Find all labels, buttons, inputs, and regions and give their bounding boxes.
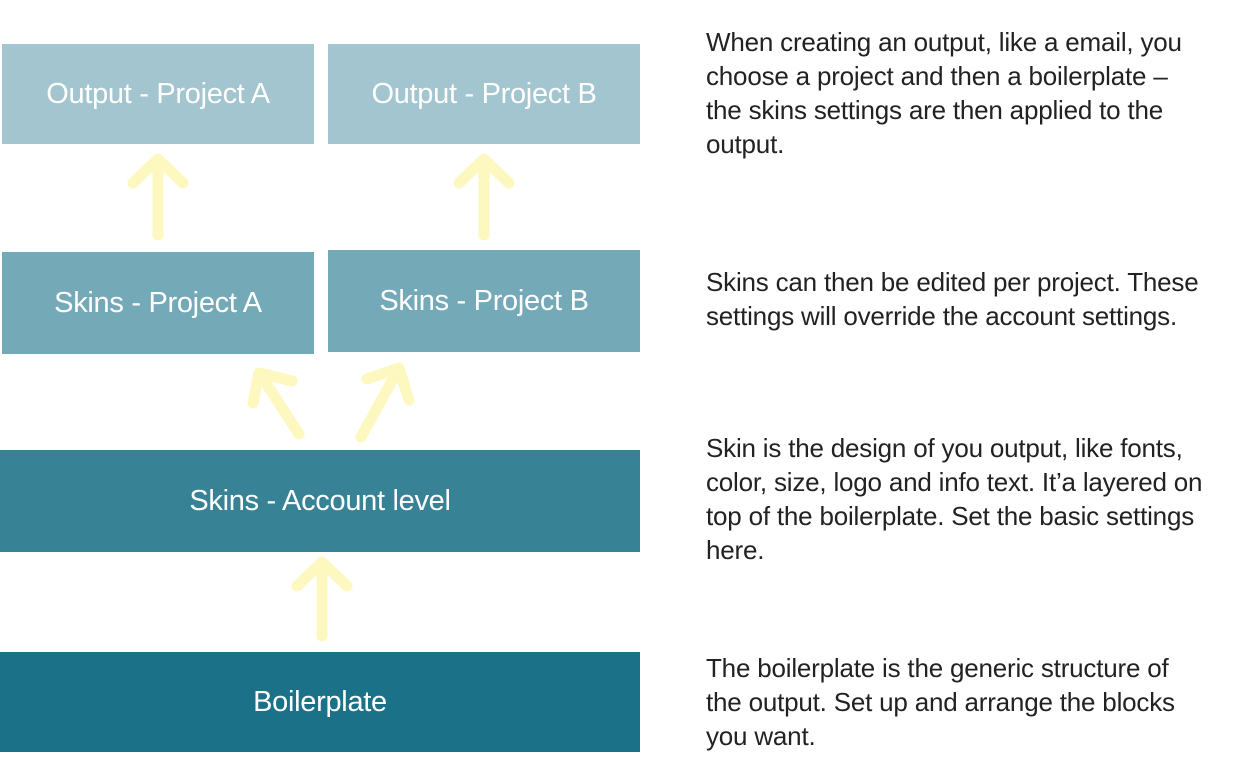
skins-project-a-label: Skins - Project A [54,286,262,319]
skins-project-b-box: Skins - Project B [328,250,640,352]
arrow-up-icon [127,153,189,241]
skins-account-level-box: Skins - Account level [0,450,640,552]
arrow-up-icon [453,153,515,241]
skins-project-a-box: Skins - Project A [2,252,314,354]
arrow-up-icon [291,556,353,642]
arrow-up-right-icon [355,362,415,443]
skins-project-b-label: Skins - Project B [379,284,589,317]
skins-project-description: Skins can then be edited per project. Th… [706,267,1199,331]
arrow-up-left-icon [247,367,305,440]
arrows-layer [127,153,515,642]
output-description: When creating an output, like a email, y… [706,27,1182,159]
boilerplate-box: Boilerplate [0,652,640,752]
skins-account-level-label: Skins - Account level [189,484,451,517]
output-project-b-label: Output - Project B [371,77,597,110]
output-project-a-box: Output - Project A [2,44,314,144]
output-project-b-box: Output - Project B [328,44,640,144]
skins-account-description: Skin is the design of you output, like f… [706,433,1203,565]
output-project-a-label: Output - Project A [46,77,270,110]
boilerplate-label: Boilerplate [253,685,387,718]
boilerplate-description: The boilerplate is the generic structure… [706,653,1175,751]
